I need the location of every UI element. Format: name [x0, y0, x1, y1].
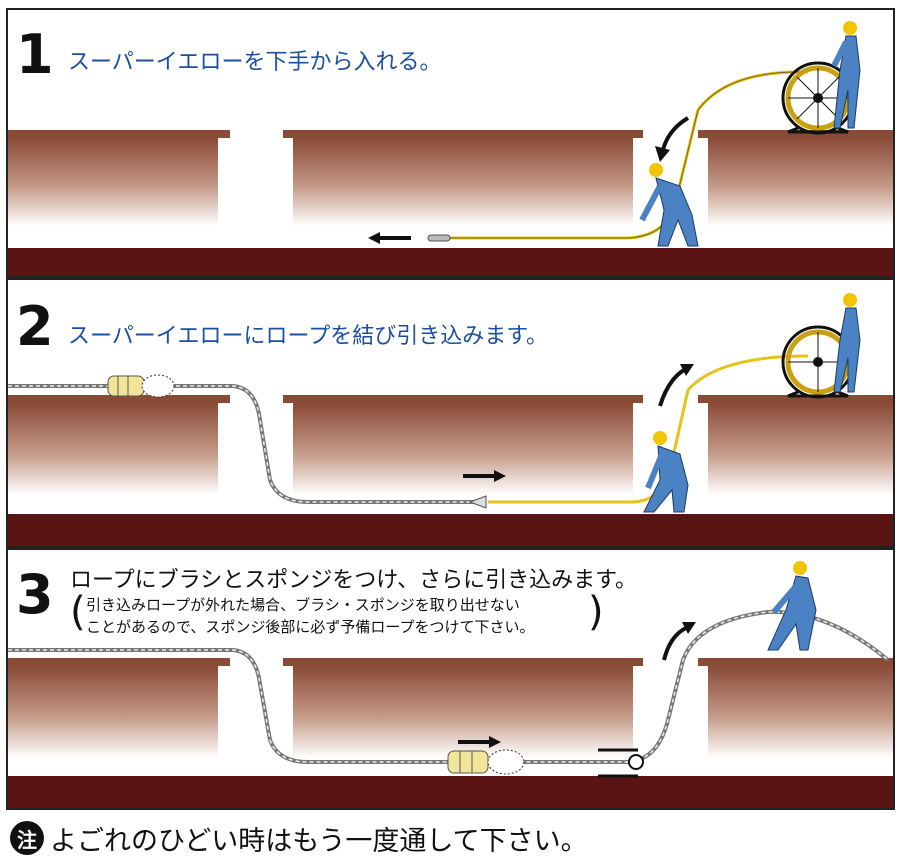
step-3-number: 3: [16, 563, 54, 626]
step-3-caption: ロープにブラシとスポンジをつけ、さらに引き込みます。: [70, 568, 637, 593]
sub-note-close-paren: ): [588, 589, 604, 635]
step-1-caption: スーパーイエローを下手から入れる。: [68, 50, 442, 75]
step-1-number: 1: [16, 23, 54, 86]
step-3-panel: 3 ロープにブラシとスポンジをつけ、さらに引き込みます。 ( 引き込みロープが外…: [6, 548, 895, 810]
step-2-number: 2: [16, 295, 54, 358]
step-1-illustration: [8, 21, 893, 276]
step-1-panel: 1 スーパーイエローを下手から入れる。: [6, 8, 895, 278]
step-3-sub-line-2: ことがあるので、スポンジ後部に必ず予備ロープをつけて下さい。: [86, 618, 535, 636]
footer-note: 注 よごれのひどい時はもう一度通して下さい。: [10, 818, 588, 858]
note-badge-icon: 注: [10, 821, 44, 855]
step-2-panel: 2 スーパーイエローにロープを結び引き込みます。: [6, 278, 895, 548]
step-3-illustration: [8, 561, 893, 808]
sub-note-open-paren: (: [70, 589, 86, 635]
step-2-caption: スーパーイエローにロープを結び引き込みます。: [68, 324, 549, 349]
step-3-sub-line-1: 引き込みロープが外れた場合、ブラシ・スポンジを取り出せない: [86, 596, 520, 614]
step-2-illustration: [8, 293, 893, 546]
note-text: よごれのひどい時はもう一度通して下さい。: [50, 825, 588, 857]
